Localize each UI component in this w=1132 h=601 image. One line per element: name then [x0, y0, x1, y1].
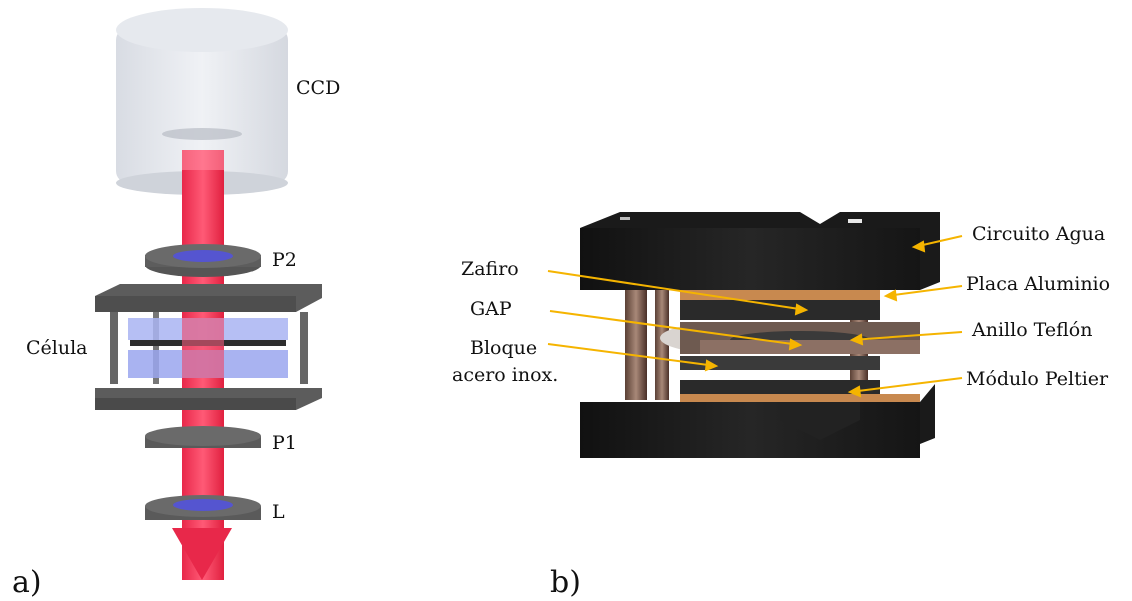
label-water-circuit: Circuito Agua [972, 223, 1105, 245]
label-gap: GAP [470, 298, 512, 320]
callout-leaders [547, 235, 963, 398]
support-rod-left [625, 290, 647, 400]
polarizer-p1 [145, 426, 261, 448]
label-peltier-module: Módulo Peltier [966, 368, 1109, 390]
label-cell: Célula [26, 337, 88, 359]
peltier-base-block [580, 380, 935, 458]
water-circuit-block [580, 212, 940, 290]
label-ccd: CCD [296, 77, 340, 99]
panel-b-label: b) [550, 565, 581, 600]
panel-a-optical-setup: CCD P2 Célula P1 L a) [12, 8, 340, 600]
panel-a-label: a) [12, 565, 42, 600]
label-aluminum-plate: Placa Aluminio [966, 273, 1110, 295]
label-p2: P2 [272, 249, 297, 271]
label-block-line1: Bloque [470, 337, 537, 359]
label-lens: L [272, 501, 285, 523]
ccd-camera [116, 8, 288, 195]
inner-assembly [660, 290, 920, 370]
label-p1: P1 [272, 432, 297, 454]
polarizer-p2 [145, 244, 261, 277]
support-rod-left-rear [655, 290, 669, 400]
label-teflon-ring: Anillo Teflón [971, 319, 1092, 341]
panel-b-cell-assembly: Zafiro GAP Bloque acero inox. Circuito A… [452, 212, 1110, 600]
label-sapphire: Zafiro [461, 258, 519, 280]
lens-l [145, 495, 261, 520]
label-block-line2: acero inox. [452, 364, 558, 386]
sample-cell [95, 284, 322, 410]
